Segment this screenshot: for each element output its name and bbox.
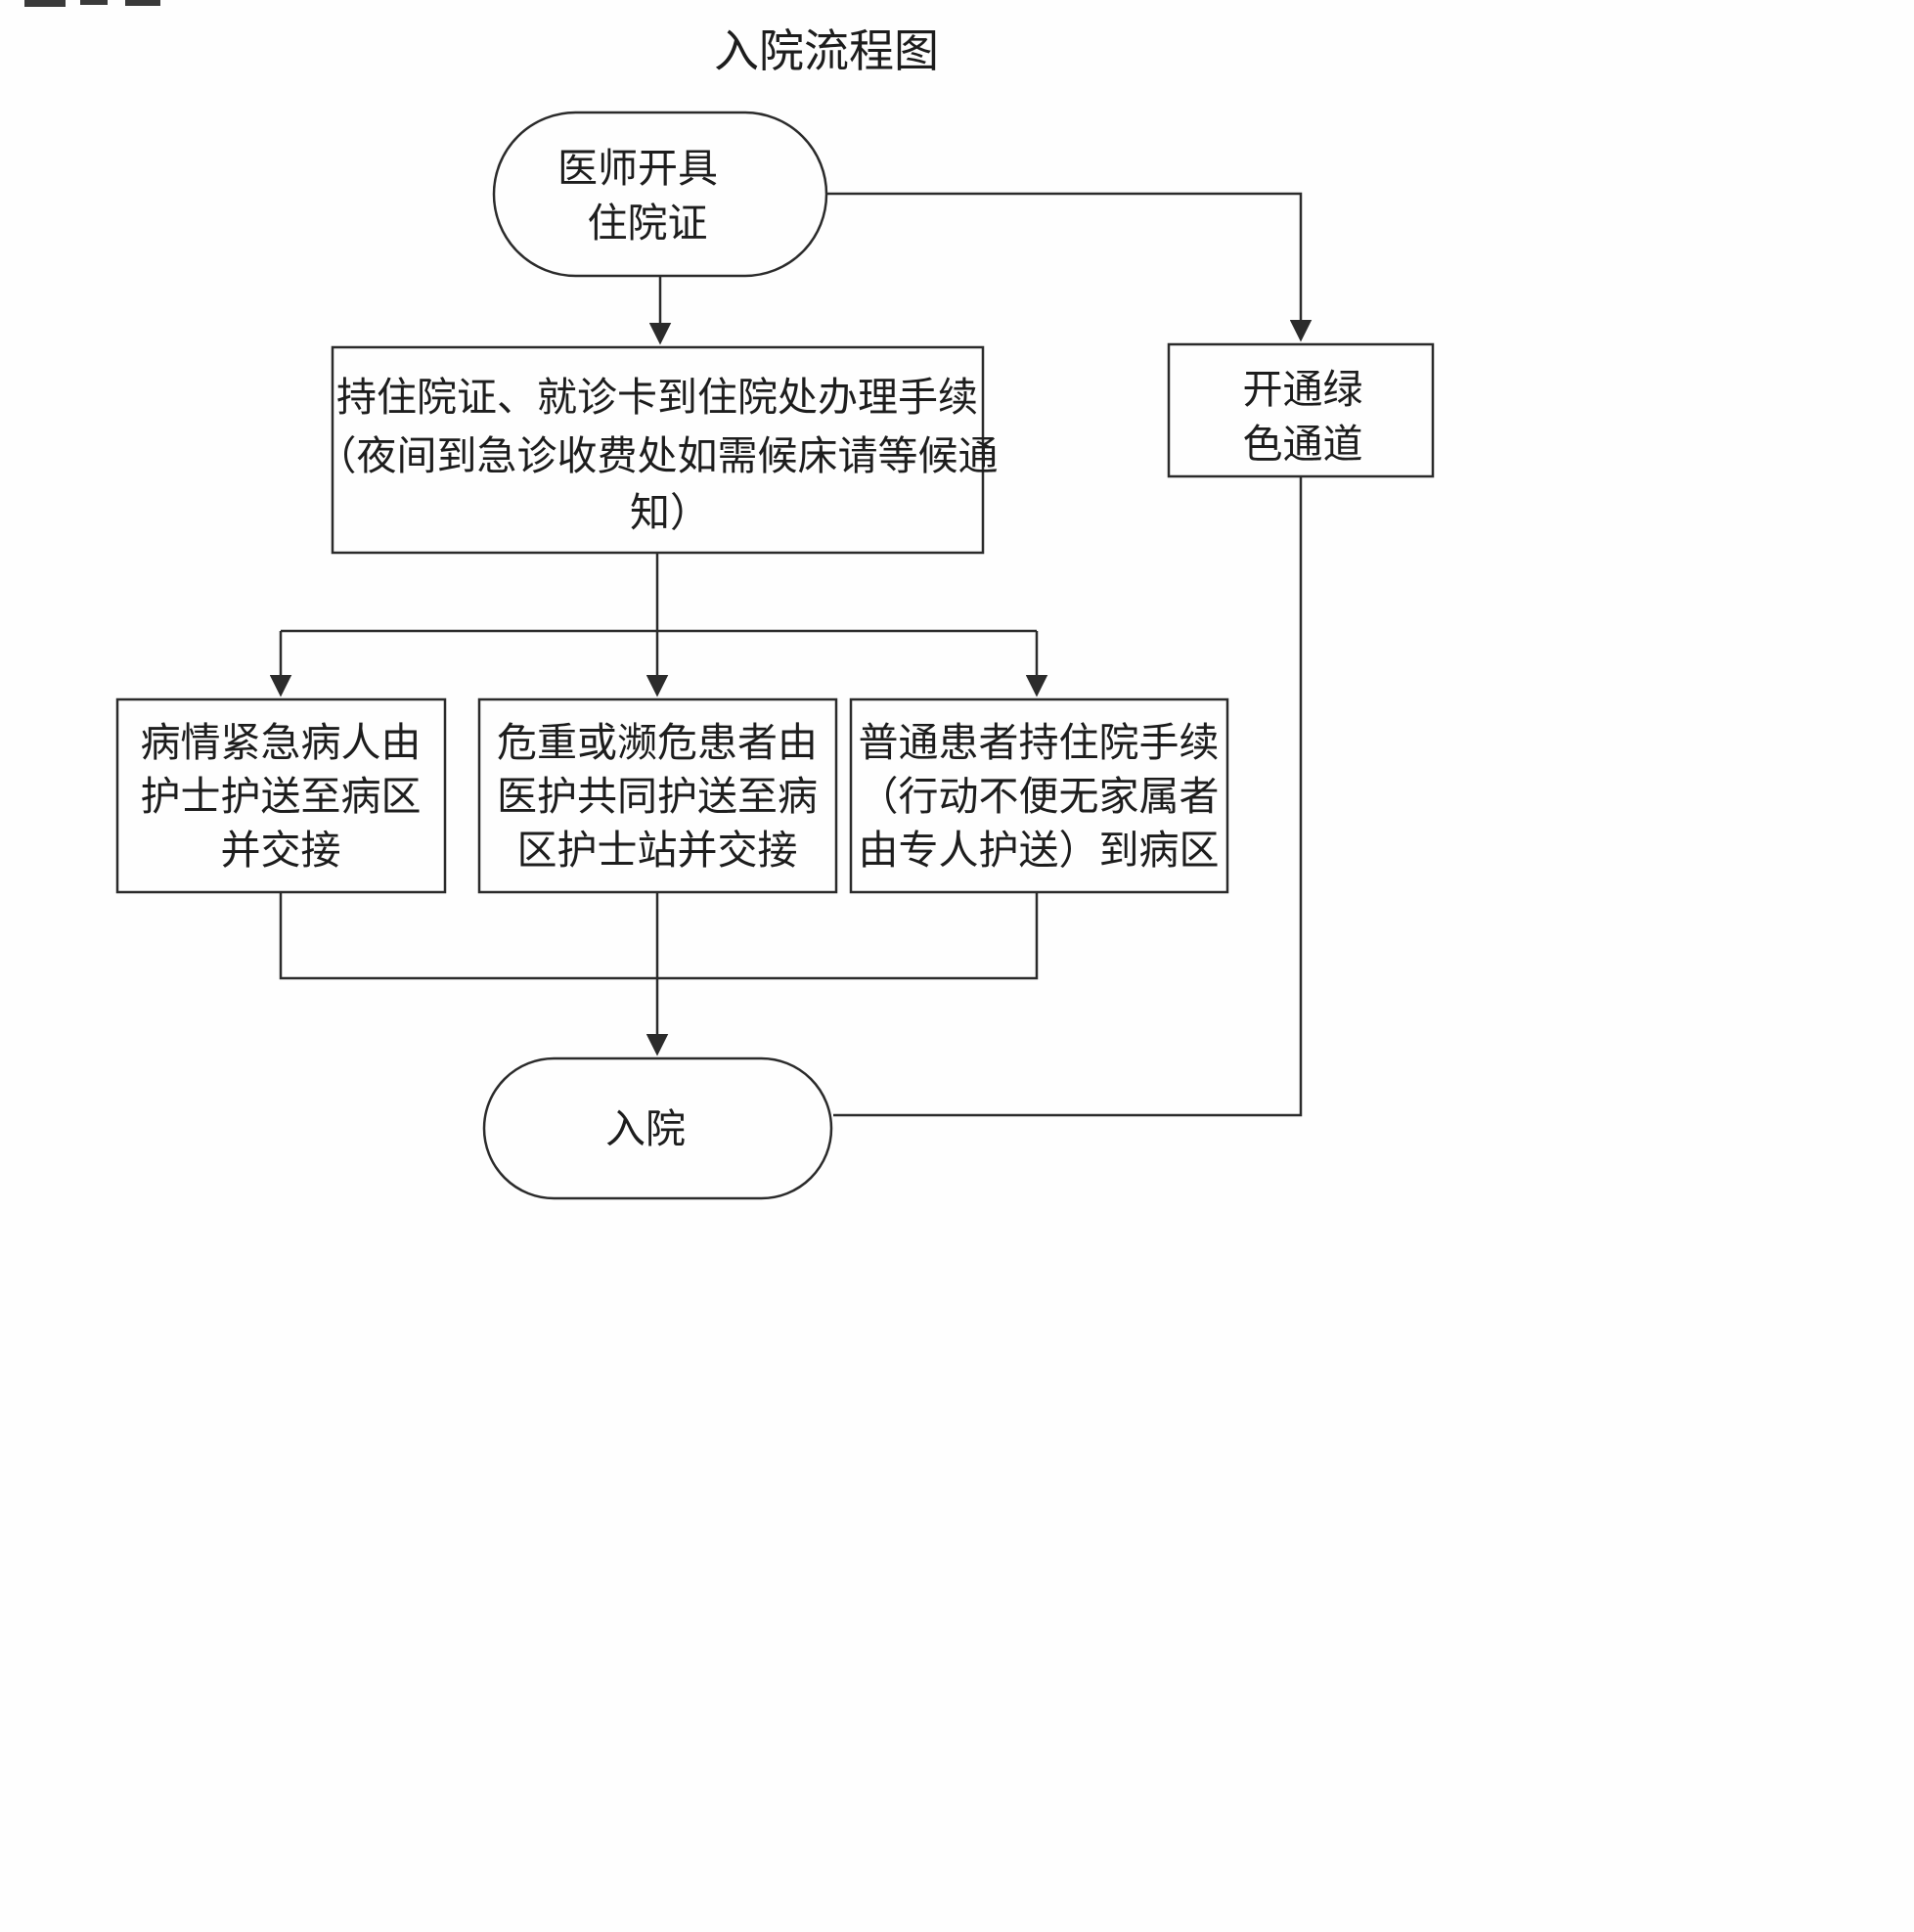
green-channel-label-line2: 色通道 [1243, 422, 1363, 467]
ordinary-label-line2: （行动不便无家属者 [859, 774, 1220, 819]
node-green-channel: 开通绿 色通道 [1167, 342, 1435, 478]
critical-rect-shape [477, 697, 838, 894]
node-critical: 危重或濒危患者由 医护共同护送至病 区护士站并交接 [477, 697, 838, 894]
node-process: 持住院证、就诊卡到住院处办理手续 （夜间到急诊收费处如需候床请等候通 知） [317, 345, 999, 555]
start-label-line1: 医师开具 [557, 146, 718, 191]
edge-start-to-green-channel [826, 192, 1313, 342]
node-urgent: 病情紧急病人由 护士护送至病区 并交接 [115, 697, 447, 894]
scan-artifact [24, 0, 160, 7]
critical-label-line1: 危重或濒危患者由 [497, 720, 818, 765]
process-label-line3: 知） [630, 490, 710, 535]
process-label-line2: （夜间到急诊收费处如需候床请等候通 [317, 433, 999, 478]
process-label-line1: 持住院证、就诊卡到住院处办理手续 [336, 375, 978, 420]
critical-label-line3: 区护士站并交接 [517, 828, 798, 873]
edge-ordinary-to-merge [657, 892, 1039, 980]
ordinary-label-line3: 由专人护送）到病区 [859, 828, 1220, 873]
start-stadium-shape [492, 111, 828, 278]
diagram-title: 入院流程图 [714, 26, 939, 76]
green-channel-label-line1: 开通绿 [1243, 367, 1363, 412]
process-rect-shape [331, 345, 985, 555]
node-end: 入院 [482, 1056, 833, 1200]
end-stadium-shape [482, 1056, 833, 1200]
urgent-label-line1: 病情紧急病人由 [141, 720, 422, 765]
end-label-line1: 入院 [605, 1106, 686, 1151]
ordinary-label-line1: 普通患者持住院手续 [859, 720, 1220, 765]
urgent-label-line3: 并交接 [221, 828, 341, 873]
urgent-rect-shape [115, 697, 447, 894]
node-ordinary: 普通患者持住院手续 （行动不便无家属者 由专人护送）到病区 [849, 697, 1229, 894]
start-label-line2: 住院证 [588, 201, 708, 246]
ordinary-rect-shape [849, 697, 1229, 894]
urgent-label-line2: 护士护送至病区 [141, 774, 422, 819]
edge-green-channel-to-end [833, 476, 1303, 1117]
edge-urgent-to-merge [279, 892, 657, 980]
green-channel-rect-shape [1167, 342, 1435, 478]
critical-label-line2: 医护共同护送至病 [497, 774, 818, 819]
node-start: 医师开具 住院证 [492, 111, 828, 278]
